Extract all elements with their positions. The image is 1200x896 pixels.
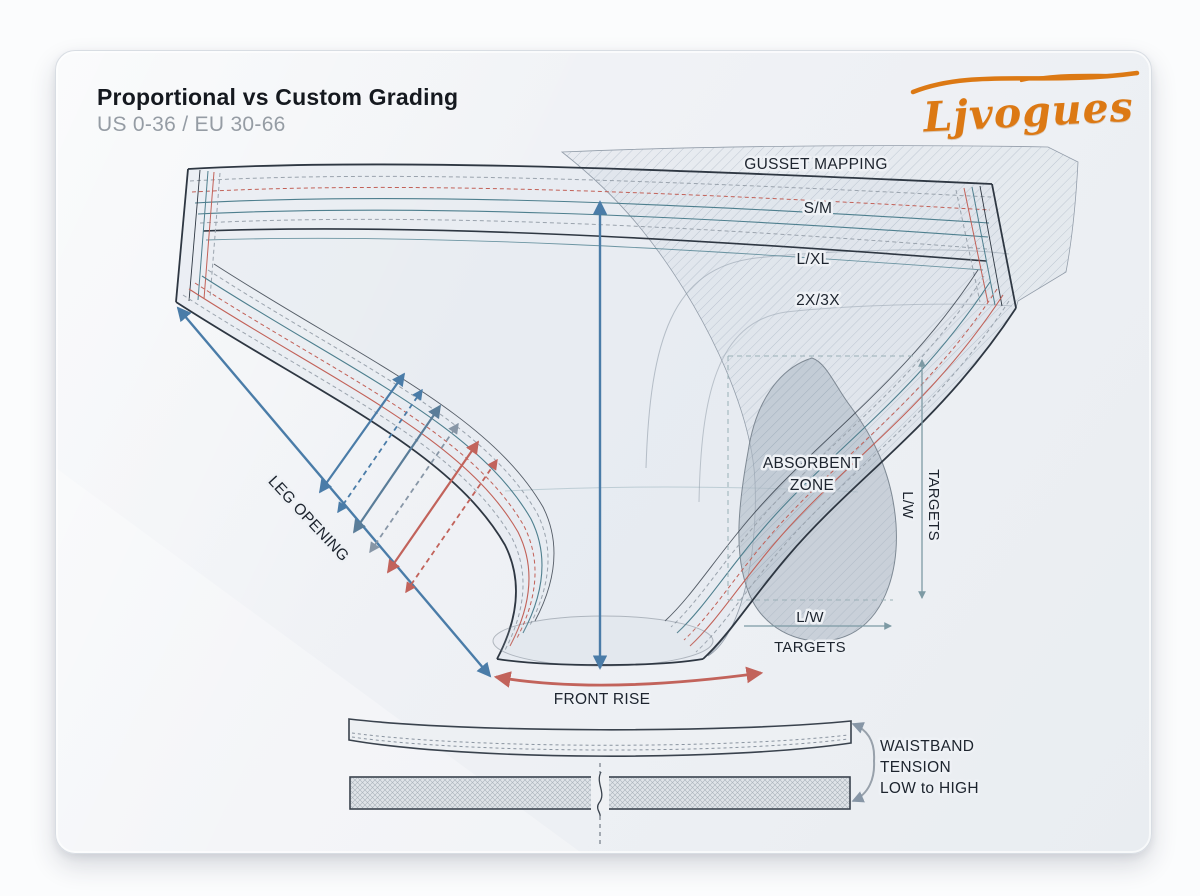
label-waistband-line1: WAISTBAND	[880, 738, 974, 755]
right-side-seam	[955, 183, 1017, 309]
label-waistband-line2: TENSION	[880, 759, 951, 776]
label-size-lxl: L/XL	[796, 251, 829, 268]
label-size-sm: S/M	[804, 200, 832, 217]
waistband-strip-high	[349, 763, 851, 848]
label-absorbent-line1: ABSORBENT	[763, 455, 862, 472]
dashed-target-box	[727, 355, 916, 601]
brand-swoosh-icon	[910, 70, 1140, 95]
label-lw-horizontal-line2: TARGETS	[774, 639, 846, 656]
brand-logo: Ljvogues	[903, 66, 1148, 144]
label-waistband-line3: LOW to HIGH	[880, 780, 979, 797]
label-lw-vertical-line2: TARGETS	[925, 469, 942, 541]
gusset-ellipse	[492, 615, 714, 667]
strip-break-gap	[591, 775, 609, 811]
absorbent-zone-shape	[738, 357, 897, 642]
strip-break-squiggle	[596, 771, 603, 817]
page-subtitle: US 0-36 / EU 30-66	[97, 113, 286, 136]
label-gusset-mapping: GUSSET MAPPING	[744, 156, 887, 173]
label-size-2x3x: 2X/3X	[796, 292, 840, 309]
front-rise-arrow	[493, 666, 764, 688]
label-absorbent-line2: ZONE	[790, 477, 834, 494]
label-lw-horizontal-line1: L/W	[796, 609, 824, 626]
label-front-rise: FRONT RISE	[554, 691, 651, 708]
page-title: Proportional vs Custom Grading	[97, 84, 459, 110]
label-lw-vertical-line1: L/W	[899, 491, 916, 519]
waistband-strip-low	[348, 718, 852, 757]
grading-arrows	[318, 372, 498, 594]
label-leg-opening: LEG OPENING	[265, 473, 353, 565]
waistband-band	[187, 163, 993, 271]
tension-brace-arrow	[851, 722, 876, 803]
right-leg-band	[664, 269, 1017, 660]
